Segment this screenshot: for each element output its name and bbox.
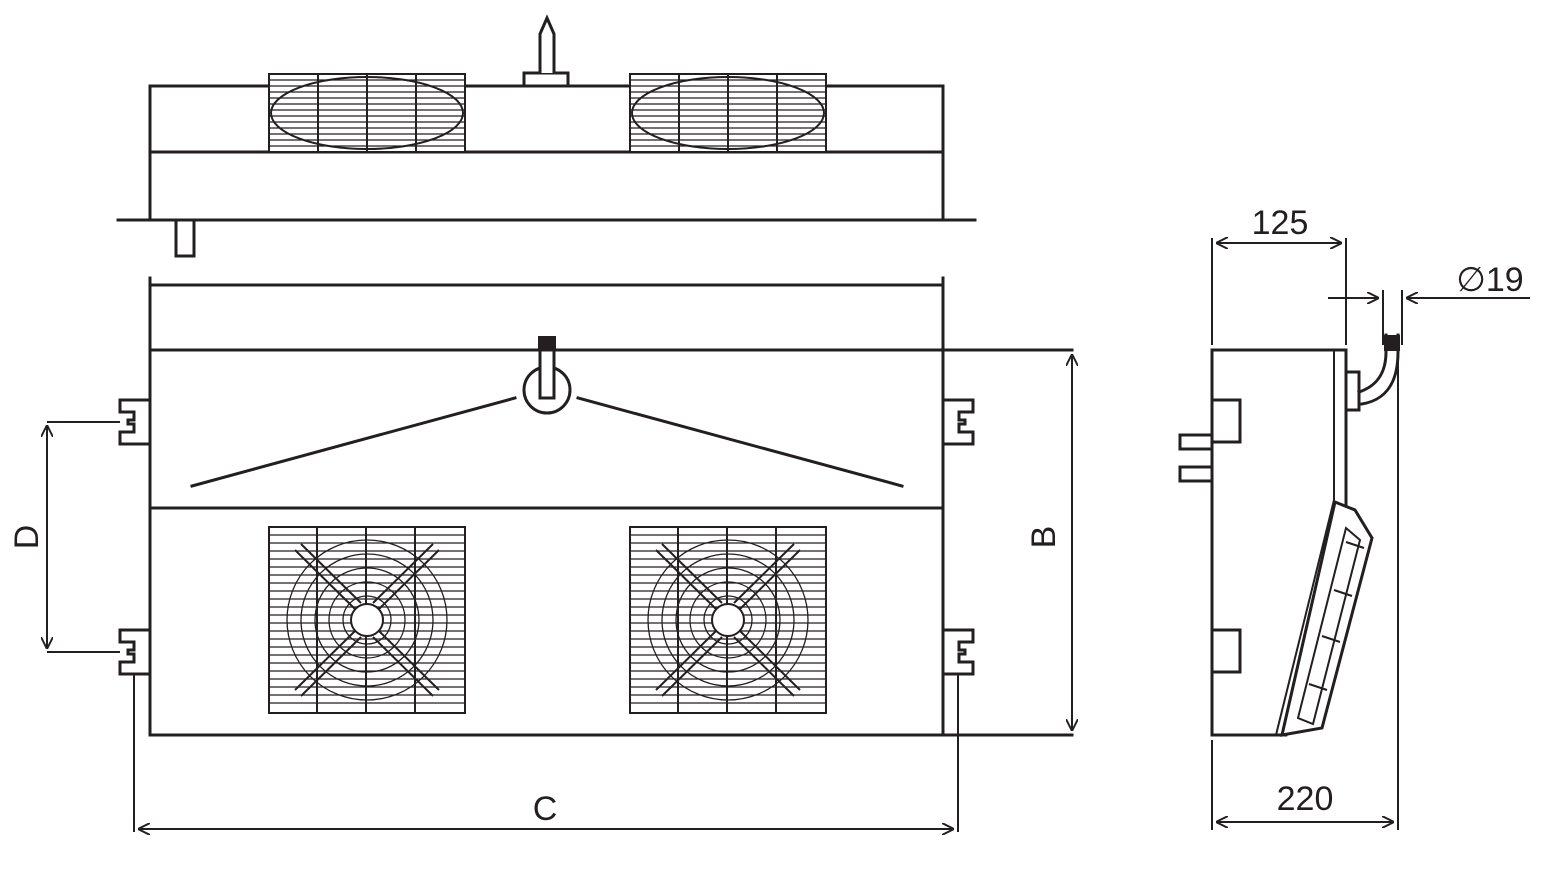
side-view xyxy=(1178,333,1400,737)
side-fan-guard xyxy=(1280,499,1374,737)
top-fan-grille-left xyxy=(268,73,466,153)
top-fan-grille-right xyxy=(629,73,827,153)
side-stub-upper xyxy=(1178,433,1214,451)
side-bracket-upper xyxy=(1210,398,1242,444)
dimension-c: C xyxy=(133,675,959,832)
top-pipe-connection xyxy=(522,14,570,88)
dim-label-b: B xyxy=(1025,526,1063,549)
dim-label-c: C xyxy=(533,790,558,828)
front-fan-grille-right xyxy=(629,526,827,714)
dimension-d: D xyxy=(8,421,120,653)
bracket-left-lower xyxy=(118,628,152,676)
side-pipe-fitting xyxy=(1344,370,1361,412)
drain-outlet xyxy=(522,336,572,415)
top-view xyxy=(116,14,977,258)
dimension-b: B xyxy=(1025,354,1072,731)
front-view xyxy=(118,276,1074,737)
side-bracket-lower xyxy=(1210,628,1242,674)
bracket-left-upper xyxy=(118,398,152,446)
dimension-diam19: ∅19 xyxy=(1328,261,1530,345)
dimension-220: 220 xyxy=(1211,345,1399,830)
drip-tray-left xyxy=(190,396,517,488)
dim-label-125: 125 xyxy=(1252,204,1309,242)
top-view-flanges xyxy=(116,196,977,222)
bracket-right-lower xyxy=(941,628,975,676)
dim-label-diam19: ∅19 xyxy=(1456,261,1523,299)
drip-tray-right xyxy=(576,396,904,488)
bracket-right-upper xyxy=(941,398,975,446)
drain-stub xyxy=(174,218,196,258)
dim-label-d: D xyxy=(8,525,46,550)
dimension-125: 125 xyxy=(1211,204,1347,345)
side-stub-lower xyxy=(1178,465,1214,483)
dim-label-220: 220 xyxy=(1277,780,1334,818)
front-fan-grille-left xyxy=(268,526,466,714)
